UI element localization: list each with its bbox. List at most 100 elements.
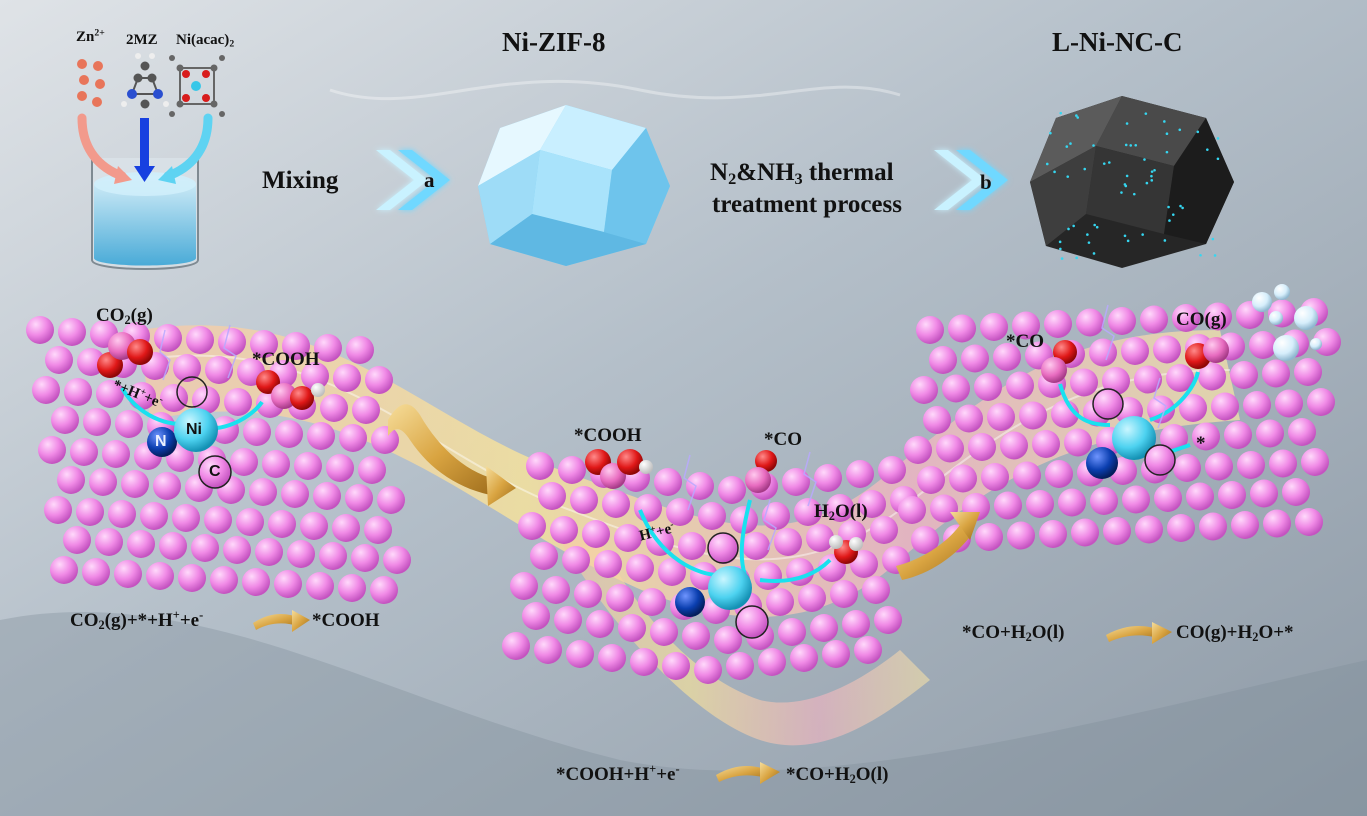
carbon-sphere xyxy=(794,498,822,526)
background-wave xyxy=(0,612,1367,816)
label-treatment-line1: N2&NH3 thermal xyxy=(710,159,894,189)
carbon-sphere xyxy=(726,652,754,680)
carbon-sphere xyxy=(634,494,662,522)
carbon-sphere xyxy=(830,580,858,608)
carbon-sphere xyxy=(1121,337,1149,365)
carbon-sphere xyxy=(658,558,686,586)
arrow-b xyxy=(934,150,1008,210)
equation-arrow-1 xyxy=(253,610,310,632)
carbon-sphere xyxy=(282,332,310,360)
carbon-sphere xyxy=(654,468,682,496)
ni-single-atom-dot xyxy=(1150,174,1153,178)
carbon-sphere xyxy=(338,574,366,602)
carbon-sphere xyxy=(1250,479,1278,508)
label-co2g: CO2(g) xyxy=(96,305,153,328)
carbon-sphere xyxy=(332,514,360,542)
ni-single-atom-dot xyxy=(1153,168,1156,172)
carbon-sphere xyxy=(339,424,367,452)
carbon-sphere xyxy=(76,498,104,526)
carbon-sphere xyxy=(26,316,54,344)
carbon-sphere xyxy=(798,584,826,612)
ni-single-atom-dot xyxy=(1087,241,1091,244)
carbon-sphere xyxy=(618,614,646,642)
zn-ion-cluster xyxy=(77,59,105,107)
carbon-sphere xyxy=(774,528,802,556)
ni-single-atom-dot xyxy=(1108,161,1111,164)
carbon-sphere xyxy=(968,433,996,461)
ni-single-atom-dot xyxy=(1179,204,1182,208)
ni-site-right xyxy=(1086,388,1176,479)
carbon-sphere xyxy=(862,576,890,604)
carbon-sphere xyxy=(1172,304,1200,332)
reaction-path-mid-c xyxy=(759,558,832,583)
carbon-sphere xyxy=(242,568,270,596)
label-mixing: Mixing xyxy=(262,167,339,194)
gold-arrow-left xyxy=(388,404,516,506)
carbon-sphere xyxy=(842,610,870,638)
h2o-molecule-mid xyxy=(829,535,863,564)
carbon-sphere xyxy=(911,526,939,554)
carbon-sphere xyxy=(63,526,91,554)
carbon-sphere xyxy=(898,496,926,524)
gold-arrow-right xyxy=(896,512,980,580)
carbon-sphere xyxy=(127,530,155,558)
carbon-sphere xyxy=(1230,361,1258,389)
carbon-sphere xyxy=(518,512,546,540)
ni-single-atom-dot xyxy=(1075,114,1078,117)
carbon-sphere xyxy=(574,580,602,608)
ni-single-atom-dot xyxy=(1124,143,1128,147)
carbon-sphere xyxy=(1231,511,1259,539)
reagent-arrows xyxy=(77,113,213,184)
carbon-sphere xyxy=(262,450,290,478)
carbon-sphere xyxy=(502,632,530,660)
carbon-sphere xyxy=(1166,364,1194,392)
carbon-sphere xyxy=(95,528,123,556)
ni-single-atom-dot xyxy=(1163,239,1167,242)
carbon-sphere xyxy=(249,478,277,506)
carbon-sphere xyxy=(192,386,220,414)
carbon-sphere xyxy=(846,460,874,488)
ni-single-atom-dot xyxy=(1178,128,1182,132)
carbon-sphere xyxy=(108,500,136,528)
carbon-sphere xyxy=(942,374,970,403)
carbon-sphere xyxy=(1012,311,1040,340)
equation-2-products: *CO+H2O(l) xyxy=(786,764,889,787)
co-molecule-mid xyxy=(745,450,777,493)
carbon-sphere xyxy=(1179,394,1207,422)
carbon-sphere xyxy=(826,494,854,522)
carbon-sphere xyxy=(346,336,374,364)
carbon-sphere xyxy=(1019,401,1047,430)
carbon-sphere xyxy=(602,490,630,518)
ni-single-atom-dot xyxy=(1165,132,1169,135)
ni-single-atom-dot xyxy=(1045,162,1049,166)
lightning-left xyxy=(159,324,237,381)
bubbles xyxy=(1252,284,1322,361)
carbon-sphere xyxy=(114,560,142,588)
carbon-sphere xyxy=(1108,307,1136,335)
carbon-sphere xyxy=(1224,421,1252,449)
carbon-sphere xyxy=(121,470,149,498)
carbon-sphere xyxy=(762,502,790,530)
carbon-sphere xyxy=(993,343,1021,371)
carbon-sphere xyxy=(714,626,742,654)
carbon-sphere xyxy=(948,314,976,343)
ni-single-atom-dot xyxy=(1181,206,1184,210)
lightning-right xyxy=(1101,304,1167,429)
ni-single-atom-dot xyxy=(1093,223,1096,227)
carbon-sphere xyxy=(718,476,746,504)
carbon-sphere xyxy=(554,606,582,634)
carbon-sphere xyxy=(319,542,347,570)
carbon-sphere xyxy=(1173,454,1201,482)
carbon-sphere xyxy=(510,572,538,600)
ni-single-atom-dot xyxy=(1060,257,1064,260)
carbon-sphere xyxy=(758,648,786,676)
carbon-sphere xyxy=(1134,365,1162,394)
ni-single-atom-dot xyxy=(1092,144,1095,147)
ni-single-atom-dot xyxy=(1150,170,1154,173)
ni-single-atom-dot xyxy=(1165,150,1169,154)
ni-single-atom-dot xyxy=(1167,205,1170,209)
carbon-sphere xyxy=(742,532,770,560)
cooh-molecule-left xyxy=(256,370,325,410)
carbon-sphere xyxy=(1007,521,1035,550)
carbon-sphere xyxy=(987,403,1015,431)
